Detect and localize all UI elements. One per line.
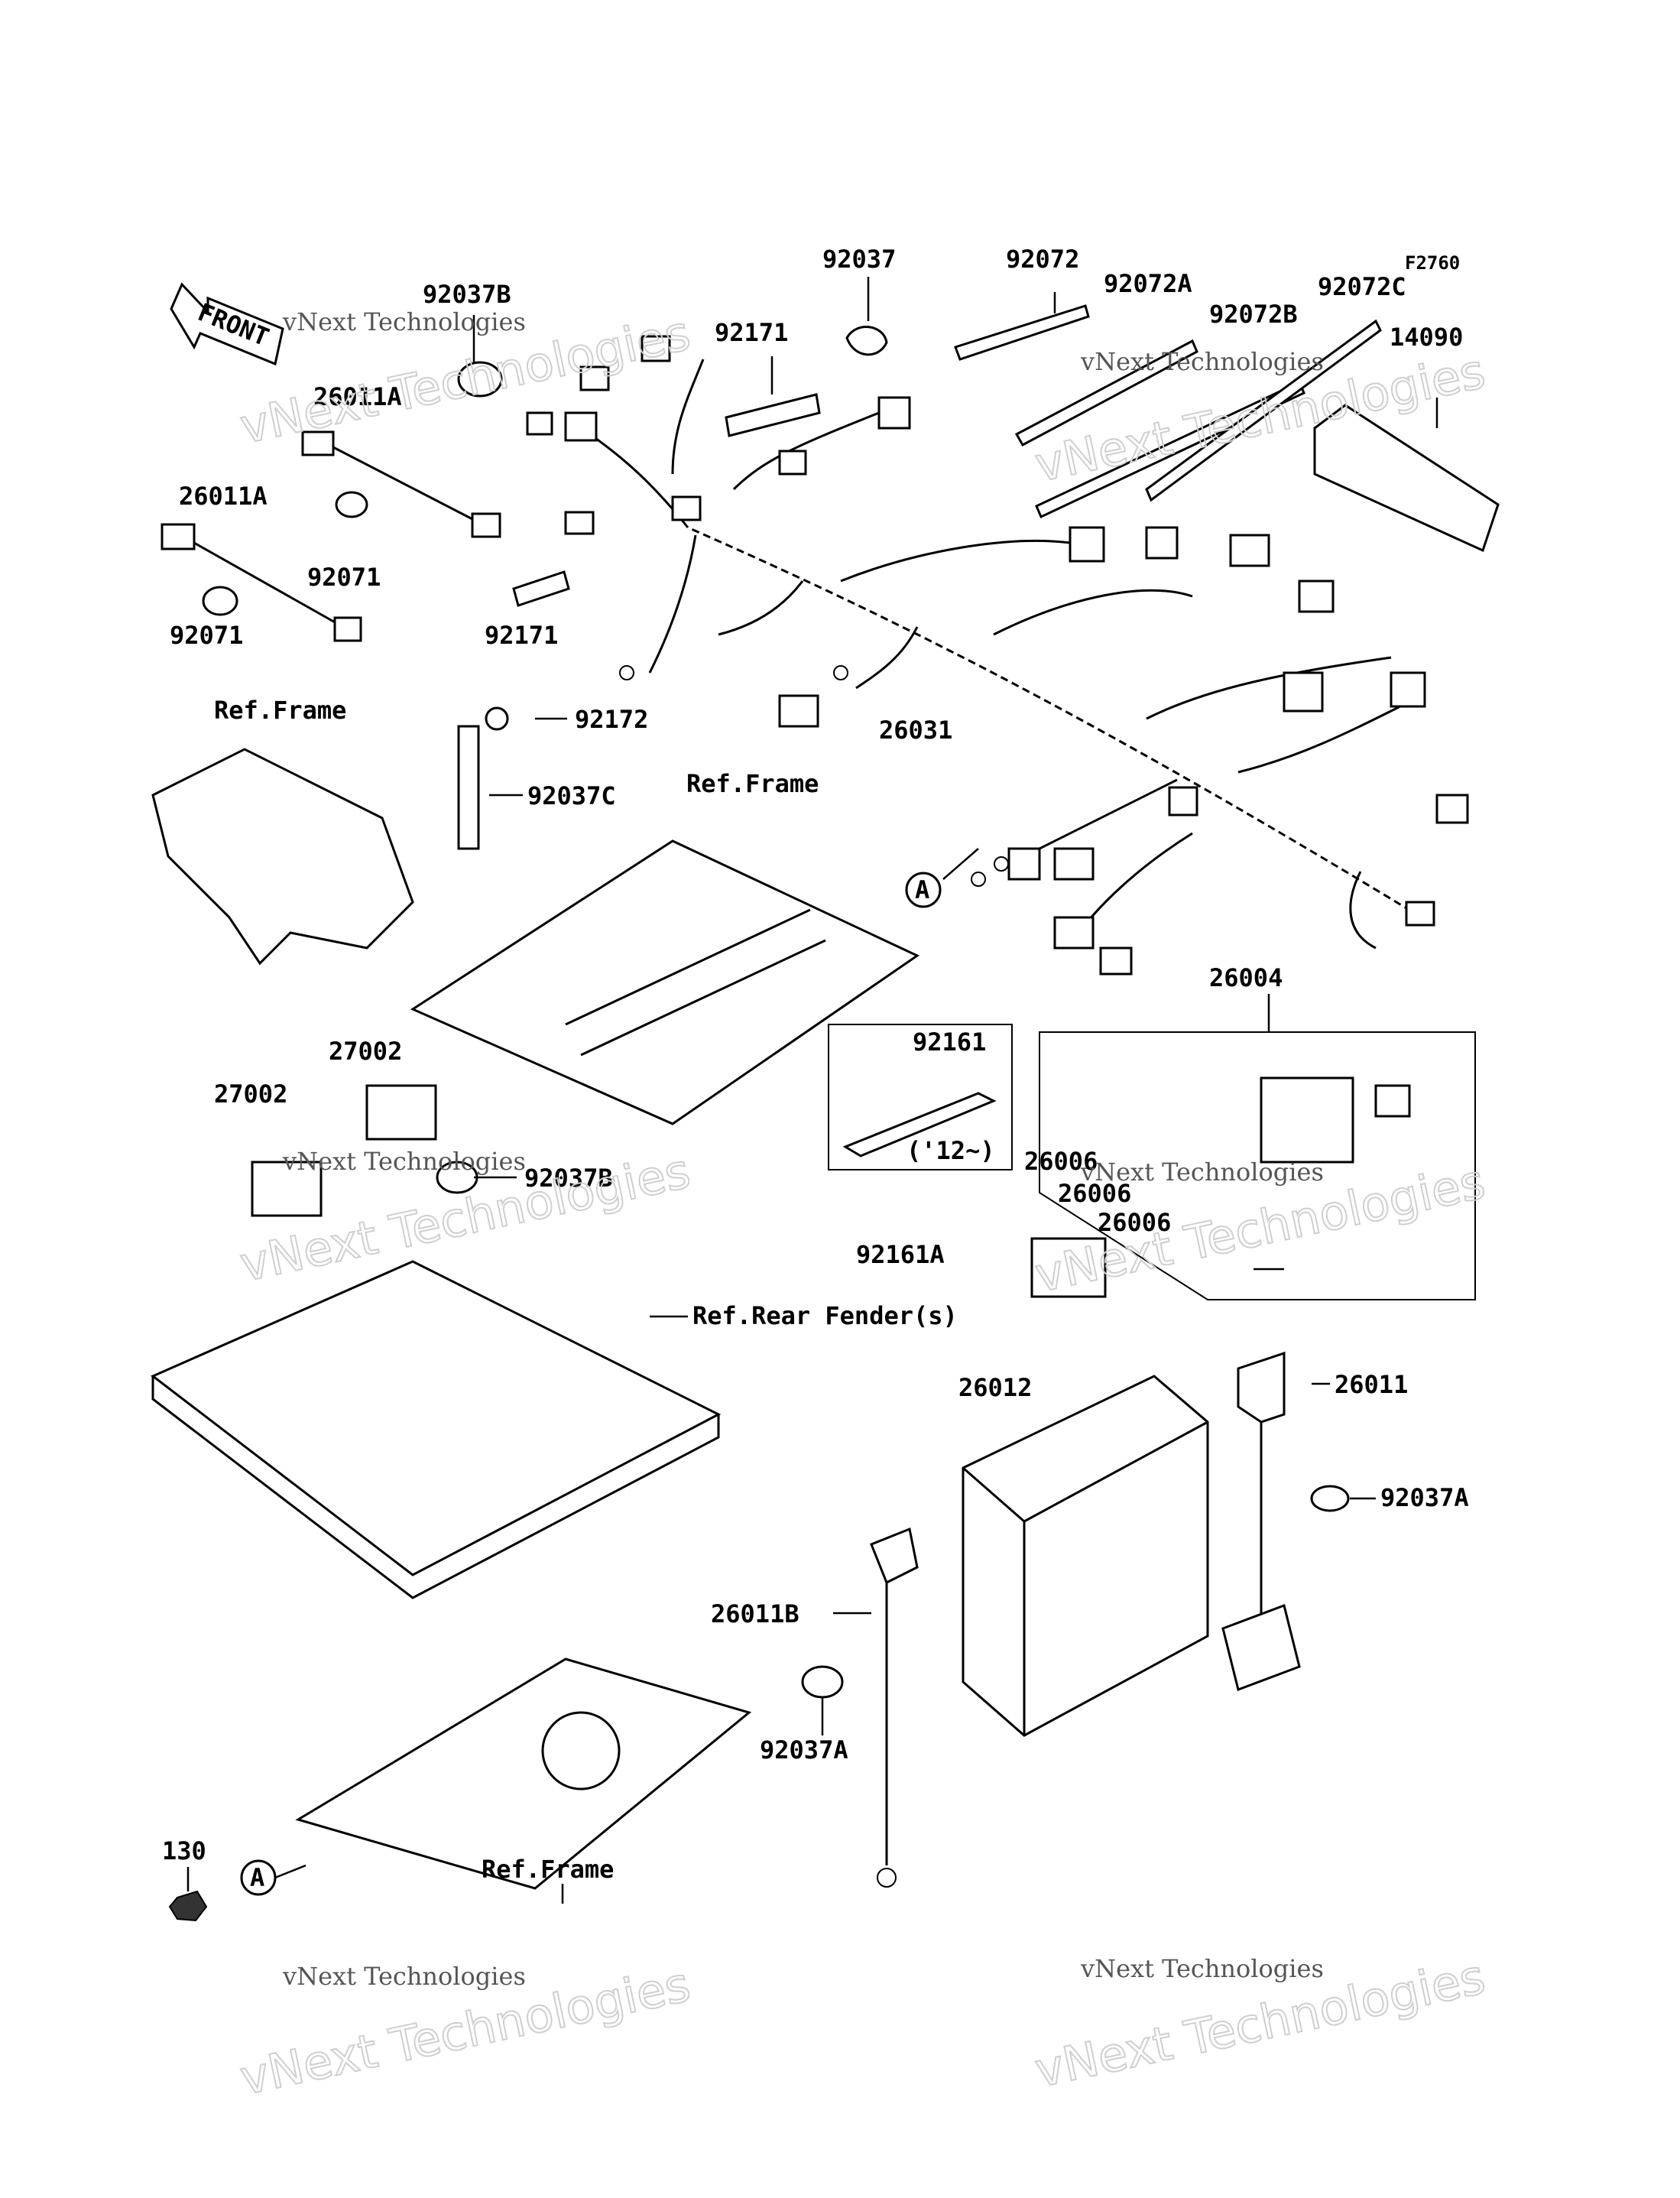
label-26012: 26012	[958, 1373, 1032, 1402]
label-92072a: 92072A	[1104, 269, 1192, 298]
label-92072c: 92072C	[1318, 272, 1406, 301]
junction-box-26004	[1260, 1076, 1354, 1164]
rear-fender-edge	[151, 1376, 720, 1599]
relay-27002-a	[251, 1161, 323, 1217]
screw-92172	[485, 706, 509, 731]
label-26004: 26004	[1209, 963, 1283, 992]
label-92161a: 92161A	[856, 1240, 945, 1269]
figure-code: F2760	[1405, 252, 1460, 274]
label-92171-1: 92171	[715, 318, 788, 347]
leader-lines	[186, 277, 1438, 1904]
label-14090: 14090	[1390, 323, 1463, 352]
label-26031: 26031	[879, 716, 952, 745]
cover-14090	[1313, 404, 1500, 553]
frame-bracket-left	[151, 748, 414, 966]
front-arrow-icon: FRONT	[170, 282, 284, 366]
svg-text:vNext Technologies: vNext Technologies	[1080, 1157, 1324, 1187]
label-27002-2: 27002	[214, 1080, 287, 1109]
battery-cable-26011b	[870, 1527, 919, 1888]
svg-text:vNext Technologies: vNext Technologies	[1080, 347, 1324, 376]
frame-rail-2	[580, 939, 826, 1057]
label-130: 130	[162, 1836, 206, 1865]
svg-text:vNext Technologies: vNext Technologies	[1080, 1954, 1324, 1983]
grommet-92071-b	[202, 586, 238, 616]
label-26011a-2: 26011A	[179, 482, 268, 511]
label-92037b-top: 92037B	[423, 280, 511, 309]
pad-92161	[842, 1092, 997, 1157]
frame-bottom	[295, 1657, 752, 1890]
bolt-130	[168, 1890, 208, 1922]
battery-26012	[962, 1375, 1209, 1737]
pad-92171-a	[725, 393, 821, 437]
label-92037a-2: 92037A	[760, 1735, 848, 1765]
callout-a-top: A	[905, 872, 942, 908]
clamp-92037	[845, 326, 888, 356]
svg-text:A: A	[915, 875, 929, 904]
label-26011b: 26011B	[711, 1599, 799, 1628]
label-26006-2: 26006	[1058, 1179, 1131, 1208]
clamp-92037b	[457, 361, 503, 398]
label-92072: 92072	[1006, 245, 1079, 274]
label-92072b: 92072B	[1209, 300, 1298, 329]
label-92037c: 92037C	[527, 781, 616, 810]
junction-connector	[1374, 1084, 1411, 1118]
label-26006-3: 26006	[1098, 1208, 1171, 1237]
rear-fender	[151, 1260, 722, 1576]
frame-center	[410, 839, 920, 1125]
ref-frame-2: Ref.Frame	[686, 769, 819, 798]
label-27002-1: 27002	[329, 1037, 402, 1066]
frame-rail	[565, 908, 811, 1026]
label-92071-2: 92071	[170, 621, 243, 650]
svg-text:vNext Technologies: vNext Technologies	[282, 307, 526, 336]
cover-92161a	[1030, 1237, 1107, 1298]
strap-92037c	[457, 725, 480, 850]
ref-rear-fender: Ref.Rear Fender(s)	[692, 1301, 958, 1330]
grommet-92071-a	[335, 491, 368, 518]
relay-27002-b	[365, 1084, 437, 1141]
label-92037: 92037	[822, 245, 896, 274]
frame-bottom-boss	[541, 1711, 621, 1791]
box-92161	[828, 1024, 1013, 1170]
ref-frame-3: Ref.Frame	[482, 1855, 614, 1884]
label-26006-1: 26006	[1024, 1147, 1098, 1176]
svg-text:vNext Technologies: vNext Technologies	[282, 1147, 526, 1176]
label-92037b-mid: 92037B	[524, 1164, 613, 1193]
label-92171-2: 92171	[485, 621, 558, 650]
label-92161-note: ('12~)	[906, 1136, 995, 1165]
label-92037a-1: 92037A	[1380, 1483, 1469, 1512]
cable-ties	[954, 304, 1382, 519]
box-26004	[1039, 1031, 1476, 1300]
clamp-92037a-a	[1310, 1485, 1350, 1512]
clamp-92037a-b	[801, 1665, 844, 1699]
label-92071-1: 92071	[307, 563, 381, 592]
callout-a-bottom: A	[240, 1859, 277, 1896]
label-26011a-1: 26011A	[313, 382, 402, 411]
battery-cable-26011	[1221, 1351, 1301, 1691]
watermarks: vNext Technologies vNext Technologies vN…	[235, 304, 1490, 2107]
label-92172: 92172	[575, 705, 648, 734]
label-26011: 26011	[1335, 1370, 1408, 1399]
pad-92171-b	[512, 570, 570, 607]
svg-text:vNext Technologies: vNext Technologies	[282, 1962, 526, 1991]
label-92161: 92161	[913, 1028, 986, 1057]
svg-text:A: A	[250, 1863, 264, 1892]
ref-frame-1: Ref.Frame	[214, 696, 346, 725]
main-harness	[526, 335, 1469, 976]
sub-harness-26011a	[161, 430, 501, 642]
